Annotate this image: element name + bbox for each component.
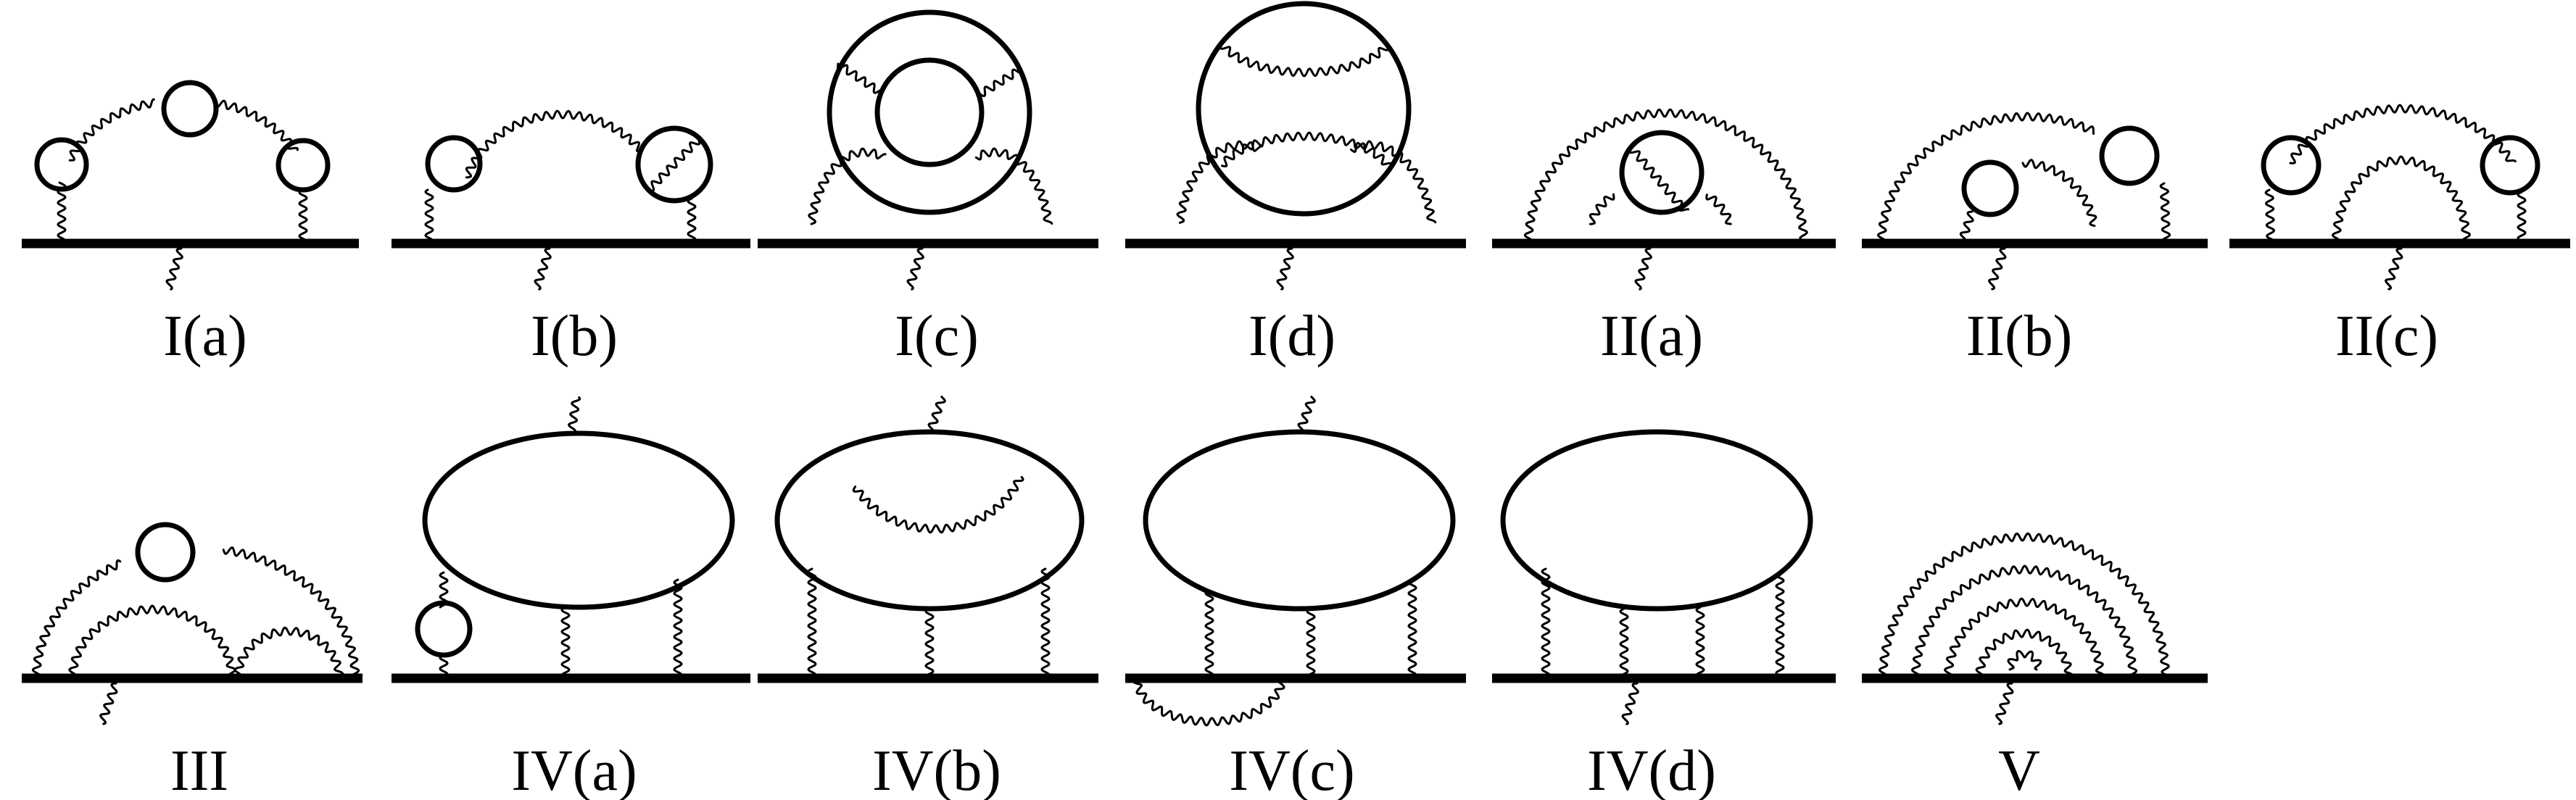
photon-line <box>808 147 887 225</box>
photon-line <box>1204 589 1214 680</box>
loop-circle <box>161 80 219 138</box>
label-I-c: I(c) <box>895 304 978 368</box>
photon-line <box>568 396 581 435</box>
photon-line <box>424 188 434 245</box>
photon-line <box>1523 108 1809 245</box>
label-II-c: II(c) <box>2335 304 2438 368</box>
photon-line <box>534 247 552 291</box>
loop-circle <box>874 57 985 167</box>
photon-line <box>1975 628 2074 680</box>
photon-line <box>927 396 946 435</box>
loop-circle <box>1196 1 1412 217</box>
loop-circle <box>34 137 89 192</box>
photon-line <box>222 546 360 680</box>
photon-line <box>2385 247 2403 291</box>
photon-line <box>1988 247 2007 291</box>
photon-line <box>298 188 308 245</box>
photon-line <box>1619 607 1629 680</box>
loop-circle <box>635 125 713 204</box>
photon-line <box>68 604 236 680</box>
photon-line <box>1910 564 2138 680</box>
photon-line <box>1995 682 2014 725</box>
photon-line <box>647 137 701 192</box>
photon-line <box>57 181 67 245</box>
photon-line <box>560 606 571 680</box>
photon-line <box>2007 650 2042 671</box>
loop-ellipse <box>1500 429 1813 612</box>
photon-line <box>31 559 122 680</box>
loop-circle <box>827 9 1032 215</box>
photon-line <box>1541 567 1551 680</box>
photon-line <box>1695 606 1705 680</box>
photon-line <box>687 197 697 245</box>
loop-ellipse <box>1143 429 1456 612</box>
photon-line <box>1705 193 1732 225</box>
photon-line <box>1349 140 1437 224</box>
photon-line <box>2289 104 2517 164</box>
loop-circle <box>276 138 331 193</box>
photon-line <box>465 109 640 179</box>
photon-line <box>68 98 155 162</box>
photon-line <box>1306 607 1316 680</box>
photon-line <box>979 68 1020 97</box>
loop-circle <box>1961 159 2019 217</box>
photon-line <box>1621 682 1639 725</box>
photon-line <box>673 578 683 680</box>
loop-circle <box>2261 135 2322 196</box>
photon-line <box>1276 247 1294 291</box>
photon-line <box>1132 677 1285 727</box>
loop-circle <box>2099 125 2160 186</box>
loop-ellipse <box>774 429 1085 612</box>
photon-line <box>214 99 299 151</box>
label-II-b: II(b) <box>1966 304 2073 368</box>
photon-line <box>165 247 183 291</box>
photon-line <box>1958 210 1974 244</box>
photon-line <box>99 682 118 725</box>
loop-ellipse <box>422 430 735 610</box>
label-I-d: I(d) <box>1248 304 1335 368</box>
label-IV-d: IV(d) <box>1587 739 1716 800</box>
photon-line <box>1944 597 2105 680</box>
loop-circle <box>135 522 196 583</box>
label-V: V <box>1998 739 2040 800</box>
photon-line <box>1040 567 1051 680</box>
photon-line <box>1877 112 2095 245</box>
loop-circle <box>1619 130 1705 215</box>
photon-line <box>1589 193 1615 225</box>
photon-line <box>439 654 449 680</box>
photon-line <box>1176 140 1264 224</box>
label-IV-a: IV(a) <box>511 739 637 800</box>
photon-line <box>837 62 885 94</box>
photon-line <box>1220 131 1393 167</box>
photon-line <box>1634 247 1652 291</box>
photon-line <box>1297 396 1316 435</box>
label-IV-b: IV(b) <box>872 739 1001 800</box>
label-II-a: II(a) <box>1600 304 1703 368</box>
photon-line <box>2159 182 2171 245</box>
photon-line <box>1219 41 1390 78</box>
photon-line <box>974 147 1053 225</box>
photon-line <box>2517 191 2527 245</box>
photon-line <box>1775 571 1785 680</box>
photon-line <box>807 567 817 680</box>
photon-line <box>1628 146 1690 212</box>
photon-line <box>906 247 924 291</box>
photon-line <box>1407 578 1417 680</box>
photon-line <box>852 475 1024 534</box>
label-I-b: I(b) <box>531 304 618 368</box>
label-III: III <box>170 739 228 800</box>
photon-line <box>233 626 344 680</box>
loop-circle <box>415 600 473 658</box>
photon-line <box>924 607 935 680</box>
photon-line <box>1878 532 2171 680</box>
label-IV-c: IV(c) <box>1229 739 1354 800</box>
loop-circle <box>425 135 483 193</box>
photon-line <box>2264 188 2276 245</box>
photon-line <box>2332 155 2471 245</box>
loop-circle <box>2480 135 2540 196</box>
label-I-a: I(a) <box>163 304 247 368</box>
photon-line <box>2021 159 2097 228</box>
